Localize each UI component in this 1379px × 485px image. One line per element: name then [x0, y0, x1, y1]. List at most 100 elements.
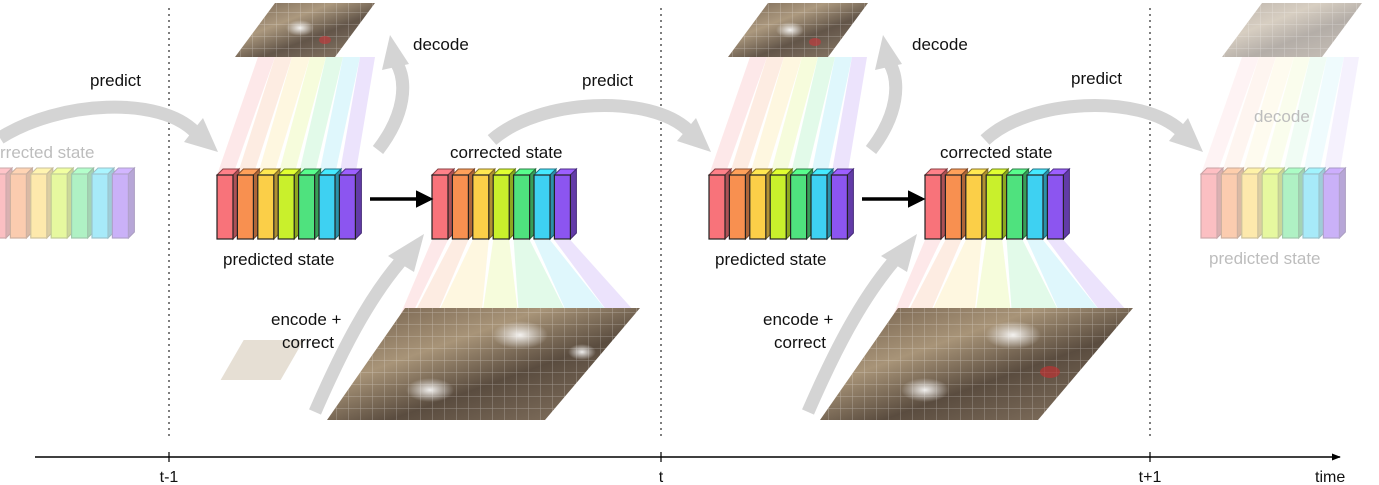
beam: [1241, 57, 1294, 174]
beam: [973, 240, 1013, 330]
corrected-state-label-1: corrected state: [450, 143, 562, 162]
state-cell: [1005, 167, 1030, 241]
beam: [811, 57, 852, 175]
beam: [217, 57, 275, 175]
decoded-frame-1: [235, 3, 375, 57]
beam: [923, 240, 982, 330]
state-cell: [338, 167, 363, 241]
decode-label-3: decode: [1254, 107, 1310, 126]
projection-beams: [217, 57, 1359, 410]
predicted-state-label-3: predicted state: [1209, 249, 1321, 268]
state-cell: [768, 167, 794, 241]
diagram-labels: predict predict predict decode decode de…: [0, 35, 1321, 352]
state-blocks: [0, 166, 1347, 241]
beam: [339, 57, 375, 175]
state-cell: [111, 166, 136, 240]
beam: [790, 57, 835, 175]
predicted-state-block-3: [1199, 166, 1347, 240]
state-cell: [1220, 166, 1245, 240]
state-cell: [276, 167, 302, 241]
encode-arrow-1: [309, 234, 424, 415]
state-cell: [532, 167, 558, 241]
predicted-state-label-2: predicted state: [715, 250, 827, 269]
state-cell: [728, 167, 753, 241]
state-cell: [451, 167, 476, 241]
state-cell: [1322, 166, 1347, 240]
state-cell: [923, 167, 949, 241]
state-cell: [49, 166, 75, 240]
state-cell: [70, 166, 95, 240]
beam: [1027, 240, 1103, 320]
state-cell: [9, 166, 34, 240]
state-cell: [1240, 166, 1266, 240]
predicted-state-label-1: predicted state: [223, 250, 335, 269]
encode-arrow-2: [802, 234, 917, 415]
predict-label-2: predict: [582, 71, 633, 90]
beam: [1323, 57, 1359, 174]
state-cell: [1281, 166, 1306, 240]
corrected-state-block-1: [430, 167, 578, 241]
flow-arrows: [0, 35, 1203, 415]
beam: [1047, 240, 1128, 315]
beam: [257, 57, 310, 175]
state-cell: [430, 167, 456, 241]
state-cell: [491, 167, 517, 241]
beam: [480, 240, 520, 330]
decode-beams-1: [217, 57, 375, 175]
predicted-state-block-2: [707, 167, 855, 241]
beam: [237, 57, 292, 175]
beam: [729, 57, 784, 175]
encode-label-2: encode +: [763, 310, 833, 329]
beam: [1262, 57, 1310, 174]
state-cell: [1046, 167, 1071, 241]
state-cell: [512, 167, 537, 241]
predict-arrow-1: [0, 100, 218, 152]
observed-frame-2: [820, 308, 1133, 420]
state-cell: [215, 167, 241, 241]
beam: [749, 57, 802, 175]
correct-label-1: correct: [282, 333, 334, 352]
state-cell: [553, 167, 578, 241]
axis-label-time: time: [1315, 469, 1345, 485]
beam: [513, 240, 570, 330]
state-cell: [964, 167, 990, 241]
tick-label-t-minus-1: t-1: [160, 469, 179, 485]
beam: [770, 57, 818, 175]
state-cell: [0, 166, 14, 240]
state-cell: [471, 167, 497, 241]
encode-label-1: encode +: [271, 310, 341, 329]
beam: [430, 240, 489, 330]
beam: [298, 57, 343, 175]
decode-label-2: decode: [912, 35, 968, 54]
beam: [319, 57, 360, 175]
beam: [554, 240, 635, 315]
state-cell: [317, 167, 343, 241]
beam: [831, 57, 867, 175]
tick-label-t-plus-1: t+1: [1139, 469, 1162, 485]
corrected-state-block-2: [923, 167, 1071, 241]
correct-label-2: correct: [774, 333, 826, 352]
decode-beams-2: [709, 57, 867, 175]
image-planes: [220, 3, 1362, 420]
decoded-frame-2: [728, 3, 868, 57]
state-cell: [944, 167, 969, 241]
state-cell: [29, 166, 55, 240]
decoded-frame-3: [1222, 3, 1362, 57]
state-cell: [297, 167, 322, 241]
state-cell: [789, 167, 814, 241]
state-cell: [748, 167, 774, 241]
state-cell: [256, 167, 282, 241]
corrected-state-label-0: rrected state: [0, 143, 95, 162]
state-cell: [1025, 167, 1051, 241]
predicted-state-block-1: [215, 167, 363, 241]
corrected-state-block-0: [0, 166, 136, 240]
beam: [1201, 57, 1259, 174]
state-cell: [809, 167, 835, 241]
state-cell: [984, 167, 1010, 241]
beam: [534, 240, 610, 320]
tick-label-t: t: [659, 469, 664, 485]
predict-arrow-3: [980, 99, 1203, 152]
state-cell: [1199, 166, 1225, 240]
